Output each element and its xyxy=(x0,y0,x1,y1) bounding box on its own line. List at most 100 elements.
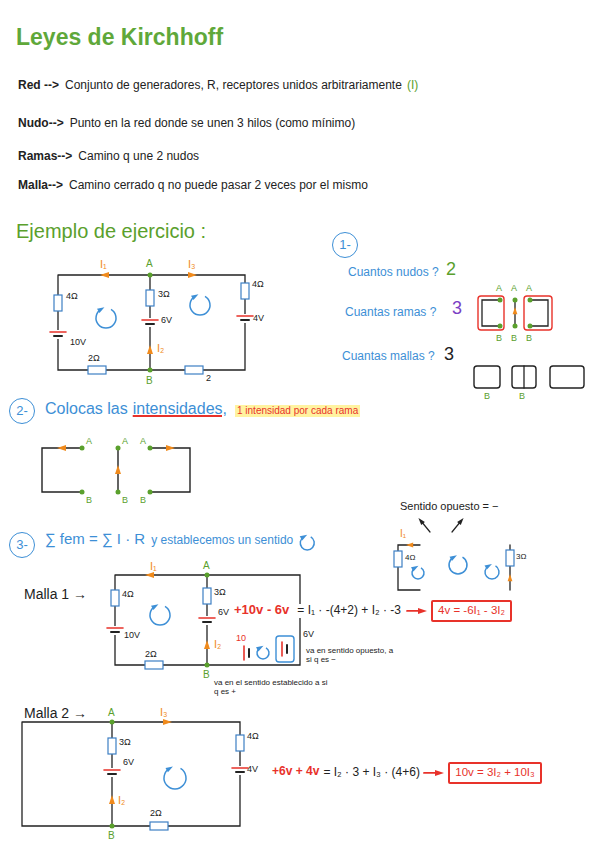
branch-sketch xyxy=(150,448,190,492)
battery-gap xyxy=(236,314,254,323)
arrow-head xyxy=(300,535,307,541)
arrow-head xyxy=(191,294,198,300)
battery-plate xyxy=(236,771,244,773)
node-label: A xyxy=(122,436,128,446)
battery-plate xyxy=(241,319,249,321)
node-dot xyxy=(528,324,533,329)
battery-gap xyxy=(49,330,67,339)
node-label: A xyxy=(203,560,210,572)
resistor-label: 3Ω xyxy=(119,737,131,747)
arrow-head xyxy=(485,564,492,570)
section-text: y establecemos un sentido xyxy=(151,534,293,548)
resistor-label: 4Ω xyxy=(122,589,134,599)
step-number: 3- xyxy=(9,532,35,558)
page-title: Leyes de Kirchhoff xyxy=(16,24,223,50)
voltage-label: 6V xyxy=(161,315,172,325)
formula-text: ∑ fem = ∑ I · R xyxy=(45,530,145,547)
arrow-head xyxy=(166,766,173,772)
step-number: 1- xyxy=(332,232,358,258)
current-label: I₃ xyxy=(160,706,168,719)
mesh-sketch xyxy=(512,366,536,388)
arrow-head xyxy=(163,719,172,725)
note-mark: (I) xyxy=(407,79,418,93)
arrow-head xyxy=(435,770,444,776)
battery-gap xyxy=(141,318,159,327)
note-text: Sentido opuesto = − xyxy=(400,500,498,513)
branch-sketch xyxy=(530,300,548,326)
current-label: I₃ xyxy=(188,258,196,271)
node-dot xyxy=(498,324,503,329)
resistor-label: 4Ω xyxy=(252,279,264,289)
branch-outline xyxy=(524,296,552,330)
battery-plate xyxy=(248,649,250,657)
battery-plate xyxy=(104,769,120,771)
node-label: B xyxy=(122,495,128,505)
voltage-label: 6V xyxy=(123,757,134,767)
arrow-head xyxy=(418,518,424,525)
resistor-symbol xyxy=(236,735,244,751)
resistor-symbol xyxy=(146,290,154,306)
question-text: Cuantas ramas ? xyxy=(345,306,436,320)
resistor-label: 2Ω xyxy=(145,649,157,659)
node-label: B xyxy=(496,333,502,343)
arrow-head xyxy=(188,272,197,278)
resistor-symbol xyxy=(394,551,402,567)
node-dot xyxy=(205,663,210,668)
arrow-head xyxy=(97,307,104,313)
battery-plate xyxy=(281,642,283,656)
node-label: B xyxy=(86,495,92,505)
node-text: 3- xyxy=(16,538,28,553)
node-text: 10v = 3I₂ + 10I₃ xyxy=(455,766,534,779)
step-number: 2- xyxy=(9,398,35,424)
current-label: I₂ xyxy=(118,794,125,807)
branch-outline xyxy=(478,296,504,330)
equation-text: +6v + 4v xyxy=(272,765,319,779)
voltage-label: 10V xyxy=(70,337,86,347)
resistor-label: 2Ω xyxy=(88,353,100,363)
node-text: 2- xyxy=(16,404,28,419)
current-label: I₁ xyxy=(400,528,406,540)
node-label: A xyxy=(108,707,115,719)
resistor-symbol xyxy=(111,590,119,606)
voltage-label: 4V xyxy=(247,764,258,774)
node-dot xyxy=(110,824,115,829)
resistor-label: 4Ω xyxy=(405,553,415,562)
section-text: intensidades, xyxy=(133,400,227,418)
node-label: A xyxy=(140,436,146,446)
battery-gap xyxy=(106,626,124,635)
node-label: B xyxy=(203,669,210,681)
resistor-label: 3Ω xyxy=(516,552,526,561)
node-label: A xyxy=(146,258,153,270)
node-dot xyxy=(205,573,210,578)
resistor-symbol xyxy=(241,283,249,299)
resistor-label: 2 xyxy=(206,373,211,383)
resistor-symbol xyxy=(88,366,106,374)
node-dot xyxy=(148,368,153,373)
battery-plate xyxy=(108,773,116,775)
term-heading: Red --> xyxy=(18,79,59,93)
question-text: Cuantas mallas ? xyxy=(342,350,435,364)
current-label: I₂ xyxy=(214,638,221,651)
node-dot xyxy=(148,490,153,495)
node-label: B xyxy=(511,333,517,343)
node-dot xyxy=(110,720,115,725)
result-box: 4v = -6I₁ - 3I₂ xyxy=(431,600,512,622)
definition-text: Camino q une 2 nudos xyxy=(78,150,199,164)
note-text: va en el sentido establecido a si q es + xyxy=(214,678,332,696)
node-dot xyxy=(116,490,121,495)
resistor-symbol xyxy=(145,661,163,669)
equation-text: = I₂ · 3 + I₃ · (4+6) xyxy=(323,766,420,780)
arrow-head xyxy=(204,640,210,649)
loop-arrow xyxy=(164,768,186,789)
battery-plate xyxy=(111,631,119,633)
arrow-head xyxy=(166,445,175,451)
definition-text: Camino cerrado q no puede pasar 2 veces … xyxy=(69,179,368,193)
battery-plate xyxy=(54,335,62,337)
question-text: Cuantos nudos ? xyxy=(348,266,439,280)
arrow-head xyxy=(147,345,153,354)
voltage-label: 4V xyxy=(253,313,264,323)
current-label: I₁ xyxy=(150,560,157,573)
node-dot xyxy=(148,273,153,278)
term-heading: Ramas--> xyxy=(18,150,72,164)
